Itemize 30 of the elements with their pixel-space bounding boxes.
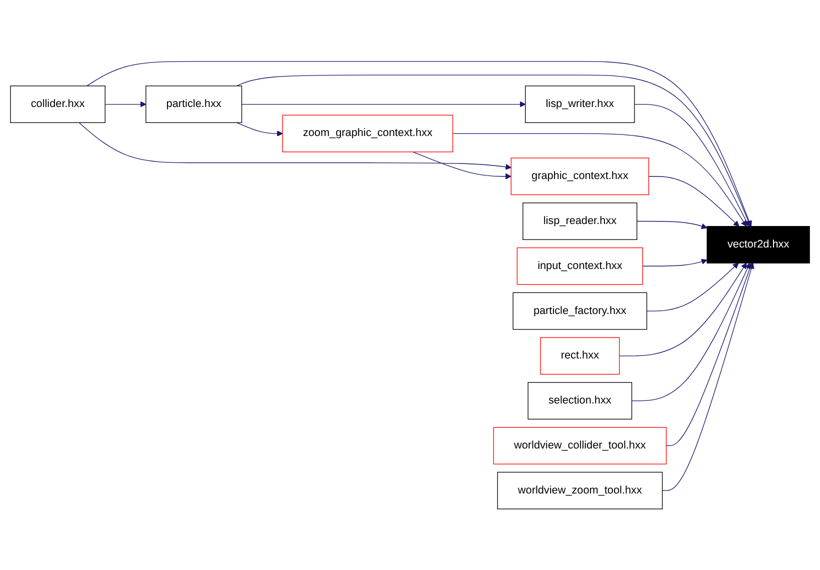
arrow xyxy=(412,151,512,180)
node-box: collider.hxx xyxy=(10,85,106,123)
arrow xyxy=(241,101,526,108)
arrow xyxy=(452,133,747,226)
node-box: particle_factory.hxx xyxy=(512,292,648,330)
arrow xyxy=(631,262,750,401)
node-box: particle.hxx xyxy=(146,85,242,123)
arrow xyxy=(78,122,512,170)
node-box: graphic_context.hxx xyxy=(510,157,650,195)
node-box: rect.hxx xyxy=(540,337,620,374)
arrow xyxy=(642,258,708,266)
node-box: lisp_writer.hxx xyxy=(525,85,635,123)
node-box: input_context.hxx xyxy=(516,247,643,285)
node-box: vector2d.hxx xyxy=(706,226,810,264)
node-box: worldview_collider_tool.hxx xyxy=(493,426,667,464)
arrow xyxy=(666,262,753,446)
arrow xyxy=(86,60,752,226)
arrow xyxy=(648,176,740,226)
arrow xyxy=(236,74,752,226)
arrow xyxy=(236,122,283,136)
node-box: lisp_reader.hxx xyxy=(522,202,638,240)
node-box: worldview_zoom_tool.hxx xyxy=(497,472,663,510)
arrow xyxy=(104,101,146,108)
arrow xyxy=(634,104,750,226)
arrow xyxy=(646,262,739,312)
node-box: selection.hxx xyxy=(528,382,632,420)
arrow xyxy=(662,262,754,491)
node-box: zoom_graphic_context.hxx xyxy=(282,114,454,152)
arrow xyxy=(636,220,708,229)
arrow xyxy=(619,262,747,356)
